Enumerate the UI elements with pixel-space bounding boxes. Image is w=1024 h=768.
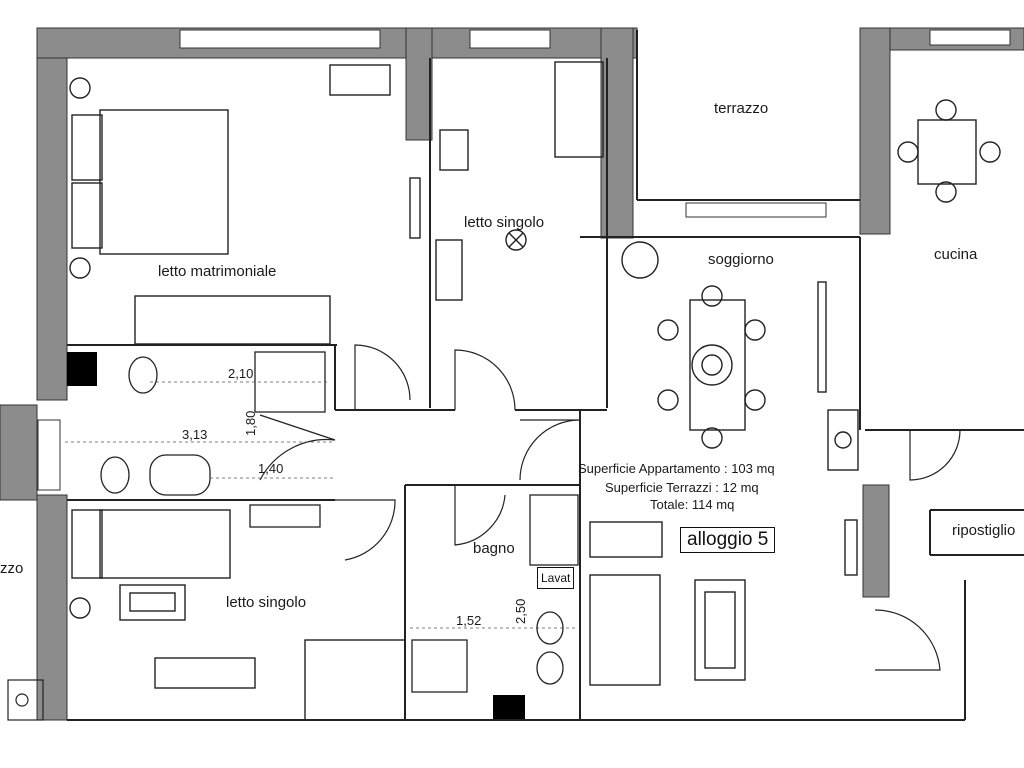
summary-line-2: Superficie Terrazzi : 12 mq	[605, 480, 759, 495]
dimension-3-13: 3,13	[182, 427, 208, 442]
unit-label: alloggio 5	[680, 527, 776, 553]
doors	[259, 344, 961, 671]
room-label-cucina: cucina	[934, 246, 978, 263]
fixture-label-lavat: Lavat	[537, 567, 575, 589]
dimension-1-80: 1,80	[243, 410, 258, 436]
room-label-terrazzo: terrazzo	[714, 100, 769, 117]
dimension-2-10: 2,10	[228, 366, 254, 381]
bedroom-bottom-furniture	[69, 509, 406, 721]
room-label-letto-singolo-bottom: letto singolo	[226, 594, 307, 611]
furniture-top-single	[409, 61, 604, 301]
walls	[0, 27, 1024, 721]
room-label-ripostiglio: ripostiglio	[952, 522, 1016, 539]
dimension-1-52: 1,52	[456, 613, 482, 628]
room-label-soggiorno: soggiorno	[708, 251, 774, 268]
summary-line-3: Totale: 114 mq	[650, 497, 735, 512]
living-furniture	[589, 241, 859, 686]
dimension-lines	[65, 381, 575, 629]
dimension-2-50: 2,50	[513, 598, 528, 624]
dimension-1-40: 1,40	[258, 461, 284, 476]
room-label-bagno: bagno	[473, 540, 515, 557]
room-label-letto-matrimoniale: letto matrimoniale	[158, 263, 277, 280]
summary-line-1: Superficie Appartamento : 103 mq	[578, 461, 775, 476]
bathroom-2-fixtures	[411, 494, 579, 693]
room-label-terrazzo-fragment: zzo	[0, 560, 24, 577]
bed-double	[69, 64, 391, 345]
room-label-letto-singolo-top: letto singolo	[464, 214, 545, 231]
kitchen-table	[897, 99, 1001, 203]
pillars	[67, 352, 525, 719]
